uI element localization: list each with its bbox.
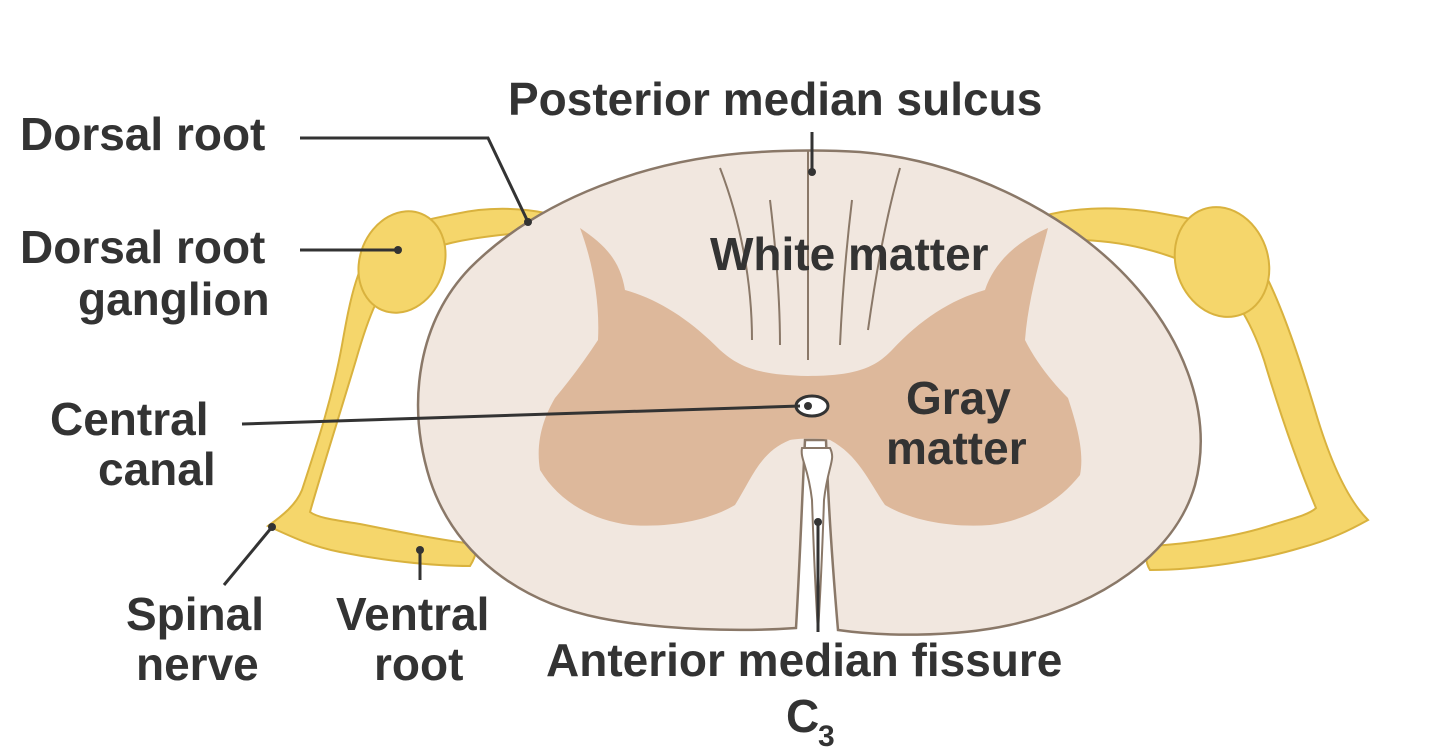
label-gray-matter-line1: Gray <box>906 372 1011 424</box>
label-segment-letter: C <box>786 690 819 742</box>
label-white-matter: White matter <box>710 228 989 280</box>
label-spinal-nerve-line1: Spinal <box>126 588 264 640</box>
label-dorsal-root-ganglion-line2: ganglion <box>78 273 270 325</box>
right-dorsal-root-ganglion <box>1173 206 1271 318</box>
label-posterior-median-sulcus: Posterior median sulcus <box>508 73 1042 125</box>
label-central-canal-line1: Central <box>50 393 208 445</box>
labels: Dorsal root Dorsal root ganglion Central… <box>20 73 1062 753</box>
label-spinal-nerve-line2: nerve <box>136 638 259 690</box>
posterior-columns <box>719 150 901 360</box>
dorsal-root-leader <box>300 136 530 223</box>
left-dorsal-root-ganglion <box>357 210 447 314</box>
leader-lines <box>222 132 822 632</box>
spinal-nerve-leader <box>222 526 274 586</box>
right-nerve <box>1019 206 1370 572</box>
label-dorsal-root: Dorsal root <box>20 108 265 160</box>
label-segment-number: 3 <box>818 720 835 753</box>
label-gray-matter-line2: matter <box>886 422 1027 474</box>
label-ventral-root-line1: Ventral <box>336 588 489 640</box>
label-anterior-median-fissure: Anterior median fissure <box>546 634 1062 686</box>
central-canal-leader <box>241 404 801 426</box>
label-dorsal-root-ganglion-line1: Dorsal root <box>20 221 265 273</box>
left-nerve <box>266 207 591 568</box>
label-ventral-root-line2: root <box>374 638 463 690</box>
central-canal <box>794 394 830 418</box>
gray-matter <box>538 228 1082 526</box>
label-central-canal-line2: canal <box>98 443 216 495</box>
